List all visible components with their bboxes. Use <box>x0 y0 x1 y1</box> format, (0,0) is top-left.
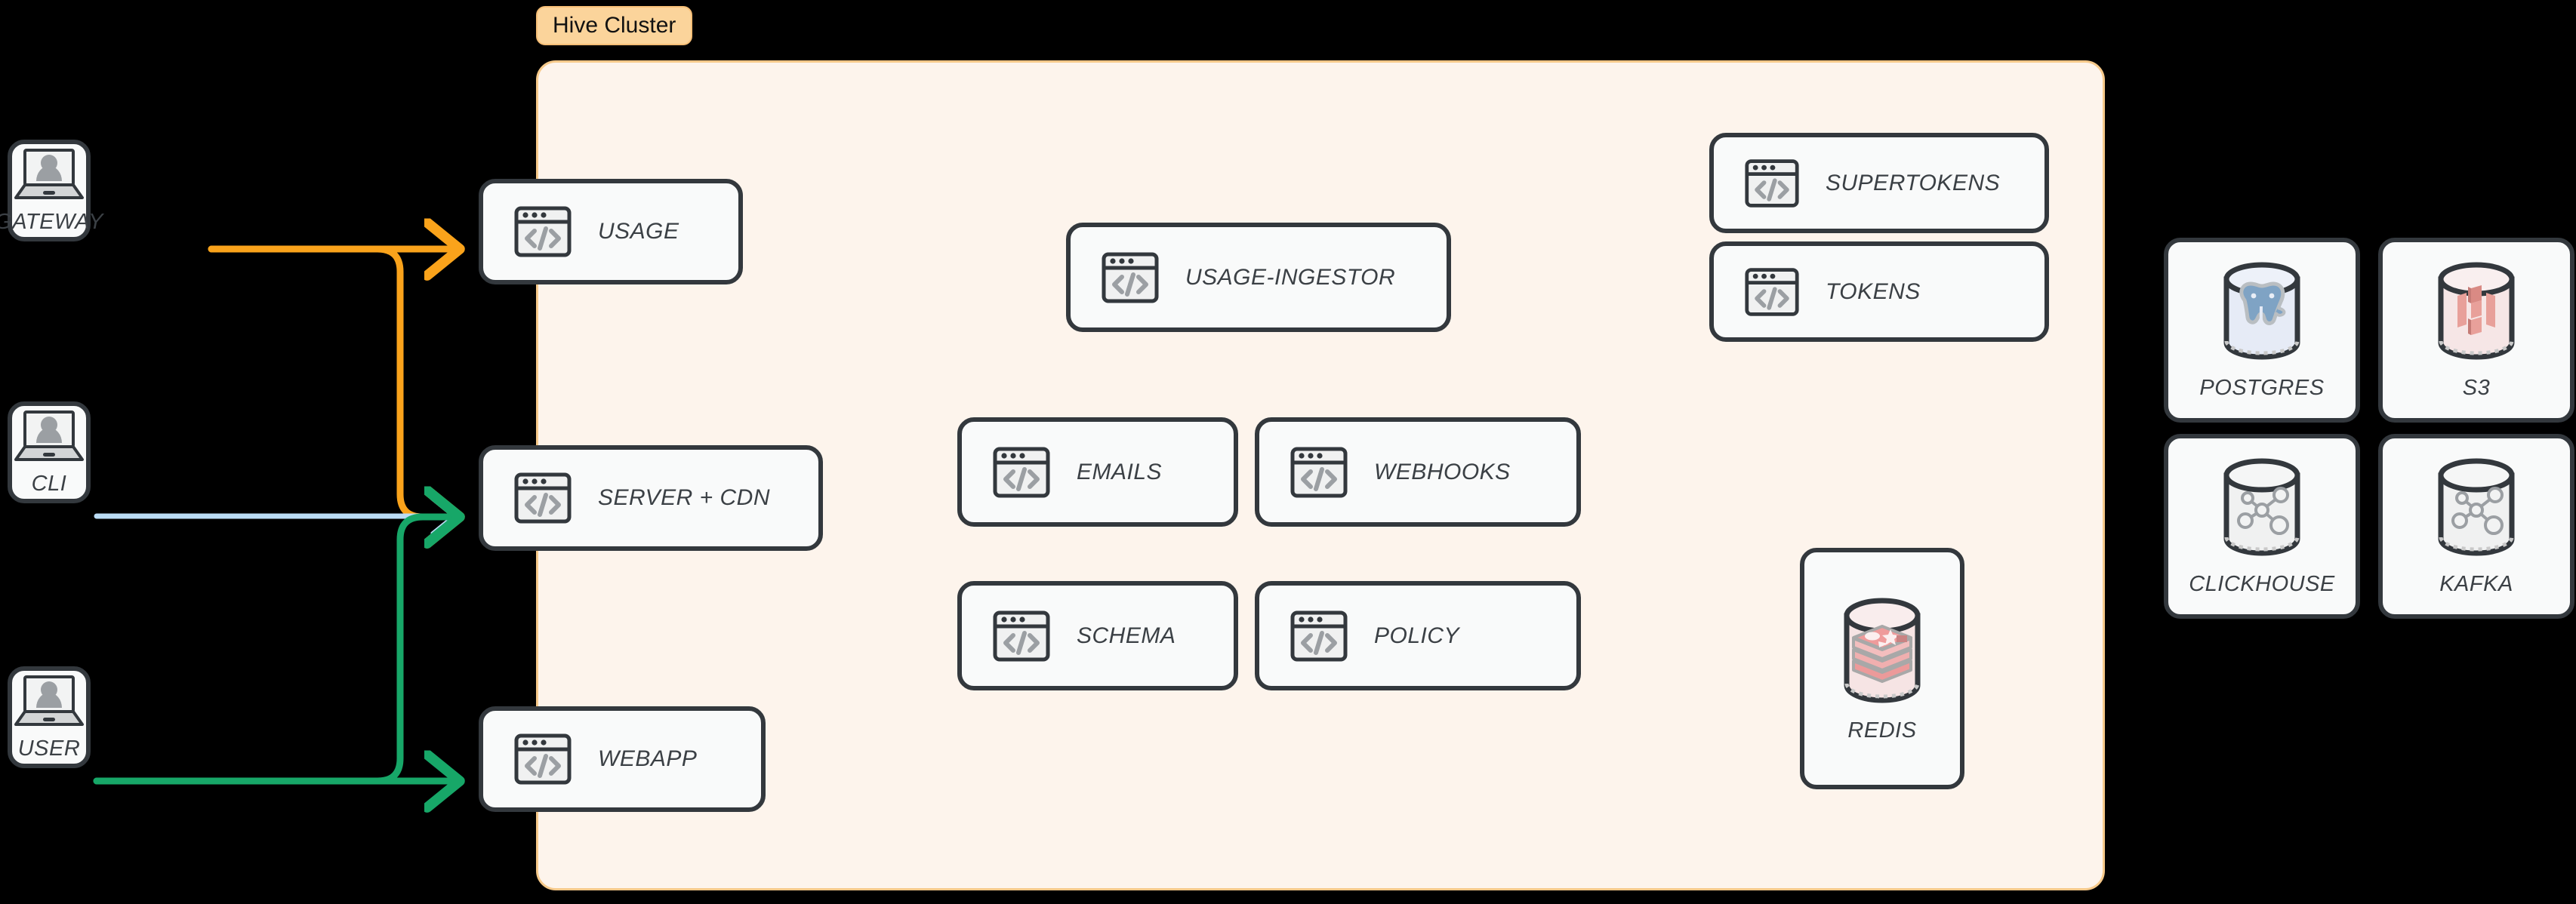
service-node-emails[interactable]: EMAILS <box>957 417 1238 527</box>
client-node-label: CLI <box>31 472 67 496</box>
client-node-cli[interactable]: CLI <box>8 401 91 503</box>
service-node-label: SUPERTOKENS <box>1826 170 2001 195</box>
code-window-icon <box>992 607 1051 666</box>
generic-database-icon <box>2429 456 2524 561</box>
client-node-label: GATEWAY <box>0 210 103 234</box>
service-node-label: TOKENS <box>1826 278 1921 304</box>
edge-user-to-server-cdn <box>93 517 453 785</box>
service-node-schema[interactable]: SCHEMA <box>957 581 1238 690</box>
hive-cluster-label: Hive Cluster <box>536 6 693 45</box>
generic-database-icon <box>2214 456 2309 561</box>
laptop-user-icon <box>13 408 85 464</box>
service-node-policy[interactable]: POLICY <box>1255 581 1581 690</box>
service-node-usage[interactable]: USAGE <box>479 179 743 284</box>
store-node-s3[interactable]: S3 <box>2378 238 2574 423</box>
client-node-user[interactable]: USER <box>8 666 91 768</box>
service-node-label: SCHEMA <box>1077 623 1176 648</box>
redis-database-icon <box>1833 595 1931 708</box>
service-node-label: USAGE <box>598 219 679 244</box>
store-node-label: CLICKHOUSE <box>2189 572 2335 596</box>
client-node-label: USER <box>17 736 81 761</box>
service-node-label: POLICY <box>1374 623 1460 648</box>
service-node-supertokens[interactable]: SUPERTOKENS <box>1709 133 2049 233</box>
store-node-label: KAFKA <box>2439 572 2513 596</box>
service-node-label: SERVER + CDN <box>598 485 771 510</box>
service-node-label: WEBAPP <box>598 746 698 771</box>
store-node-clickhouse[interactable]: CLICKHOUSE <box>2164 434 2360 619</box>
code-window-icon <box>1101 248 1160 307</box>
code-window-icon <box>513 202 572 261</box>
code-window-icon <box>1290 443 1348 502</box>
code-window-icon <box>1290 607 1348 666</box>
service-node-label: USAGE-INGESTOR <box>1185 264 1396 290</box>
service-node-tokens[interactable]: TOKENS <box>1709 241 2049 342</box>
store-node-label: REDIS <box>1847 718 1917 743</box>
store-node-label: S3 <box>2462 376 2491 400</box>
service-node-label: EMAILS <box>1077 459 1163 484</box>
laptop-user-icon <box>13 146 85 202</box>
s3-database-icon <box>2429 260 2524 365</box>
store-node-postgres[interactable]: POSTGRES <box>2164 238 2360 423</box>
service-node-label: WEBHOOKS <box>1374 459 1511 484</box>
service-node-server-cdn[interactable]: SERVER + CDN <box>479 445 823 551</box>
code-window-icon <box>992 443 1051 502</box>
store-node-kafka[interactable]: KAFKA <box>2378 434 2574 619</box>
postgres-database-icon <box>2214 260 2309 365</box>
code-window-icon <box>1744 264 1800 320</box>
store-node-redis[interactable]: REDIS <box>1800 548 1964 789</box>
code-window-icon <box>513 469 572 527</box>
client-node-gateway[interactable]: GATEWAY <box>0 140 103 241</box>
service-node-usage-ingestor[interactable]: USAGE-INGESTOR <box>1066 223 1451 332</box>
code-window-icon <box>513 730 572 789</box>
laptop-user-icon <box>13 673 85 729</box>
service-node-webapp[interactable]: WEBAPP <box>479 706 766 812</box>
edge-gateway-to-server-cdn <box>208 245 453 517</box>
code-window-icon <box>1744 155 1800 211</box>
store-node-label: POSTGRES <box>2199 376 2325 400</box>
service-node-webhooks[interactable]: WEBHOOKS <box>1255 417 1581 527</box>
